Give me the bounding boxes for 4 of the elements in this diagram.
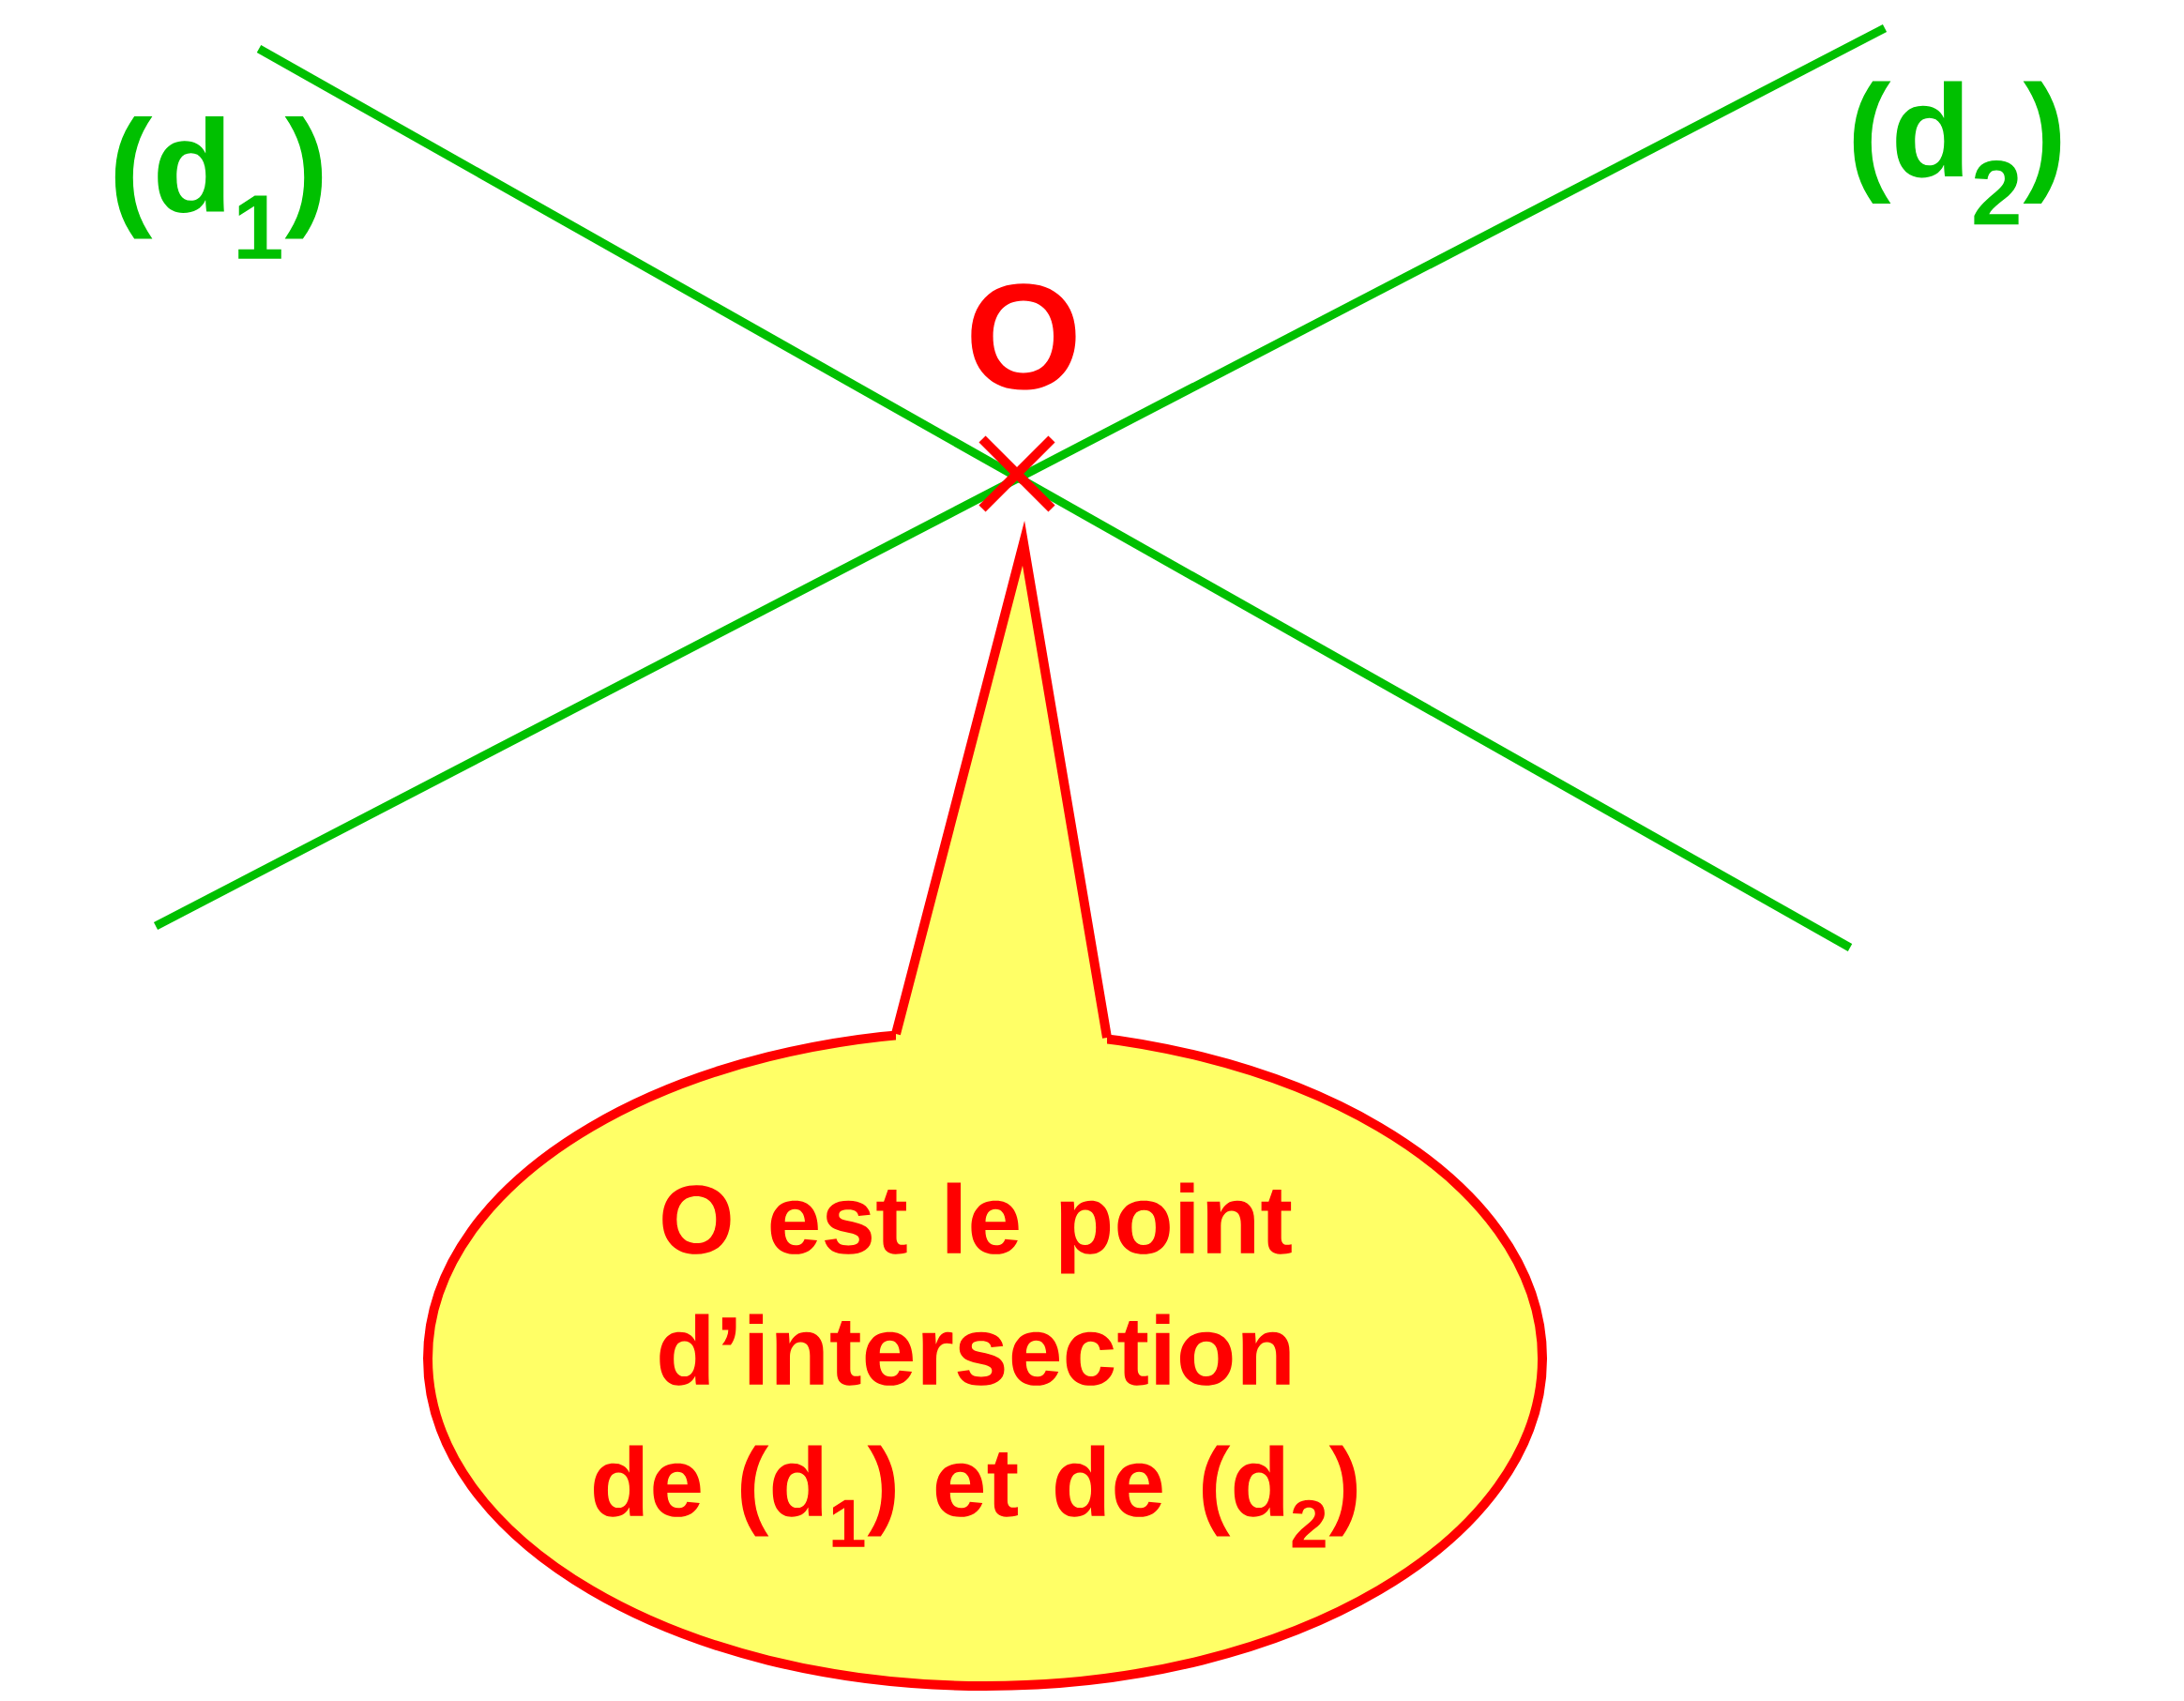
line-label: (d$_{2}$) bbox=[1853, 81, 2061, 225]
point-label: O bbox=[971, 283, 1076, 390]
line-label: (d$_{1}$) bbox=[114, 116, 323, 259]
callout-bubble: O est le point d’intersection de (d$_{1}$) et de (d$_{2}$) bbox=[423, 521, 1547, 1691]
